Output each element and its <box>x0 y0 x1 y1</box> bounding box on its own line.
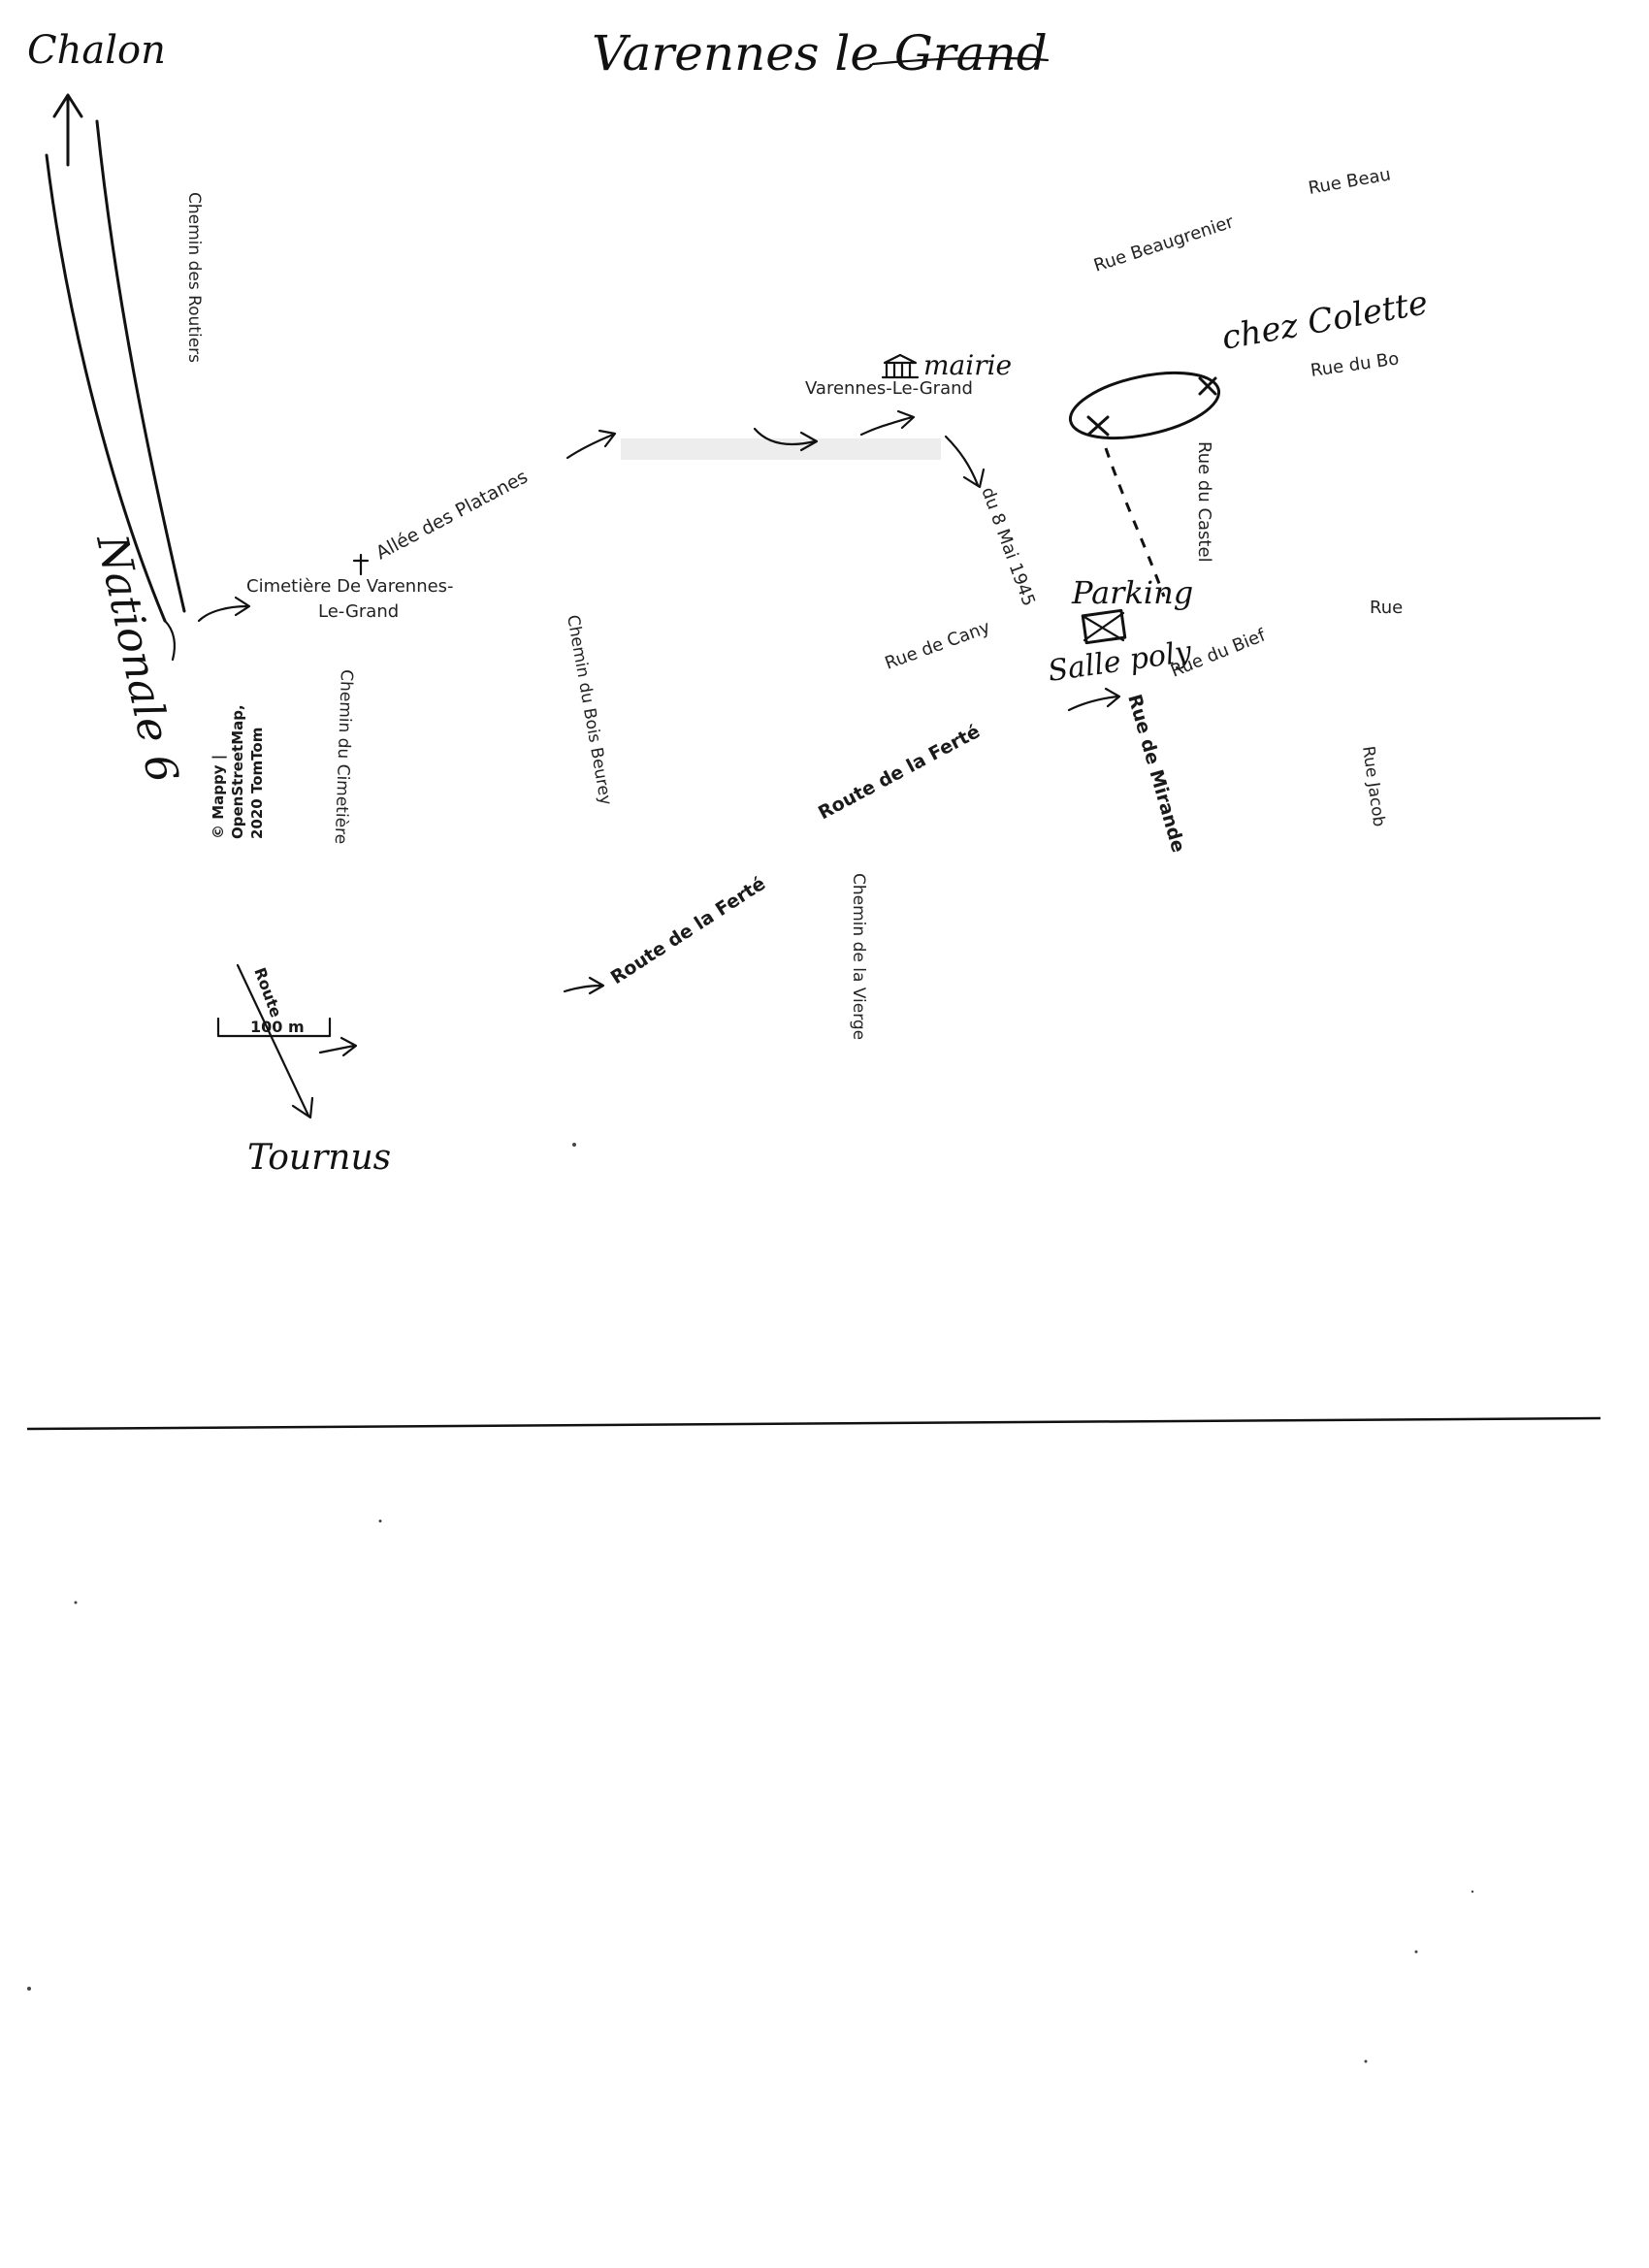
cimetiere-label-line2: Le-Grand <box>318 601 399 622</box>
arrow-right-icon <box>859 409 916 437</box>
credits-line1: © Mappy | <box>210 755 228 839</box>
credits-line2: OpenStreetMap, <box>229 704 246 839</box>
arrow-down-icon <box>236 963 314 1119</box>
rue-cany-label: Rue de Cany <box>883 617 993 674</box>
chalon-label: Chalon <box>27 28 166 73</box>
nationale-6-road <box>45 119 186 662</box>
destination-marker-icon <box>1068 371 1221 440</box>
varennes-town-label: Varennes-Le-Grand <box>805 378 973 399</box>
arrow-right-icon <box>563 976 605 995</box>
scan-speck <box>1364 2059 1368 2063</box>
faded-street-label <box>621 438 941 460</box>
page-divider-line <box>26 1416 1601 1431</box>
rue-jacob-label: Rue Jacob <box>1358 745 1388 828</box>
scan-speck <box>74 1601 78 1604</box>
chemin-routiers-label: Chemin des Routiers <box>184 192 204 363</box>
rue-beau-partial-label: Rue Beau <box>1307 164 1392 199</box>
arrow-right-icon <box>318 1036 358 1057</box>
arrow-right-icon <box>753 427 819 452</box>
credits-line3: 2020 TomTom <box>248 728 266 839</box>
route-struck-label: Route <box>250 965 285 1021</box>
rue-8-mai-label: du 8 Mai 1945 <box>977 485 1039 609</box>
town-hall-icon <box>881 353 920 379</box>
allee-platanes-label: Allée des Platanes <box>372 466 532 564</box>
rue-du-b-label: Rue du Bo <box>1310 348 1401 381</box>
walking-path <box>1104 447 1166 598</box>
chez-colette-label: chez Colette <box>1219 283 1431 358</box>
chemin-bois-beurey-label: Chemin du Bois Beurey <box>563 613 615 806</box>
scan-speck <box>1414 1950 1418 1954</box>
arrow-right-icon <box>1067 687 1121 712</box>
scan-speck <box>378 1519 382 1523</box>
arrow-up-icon <box>52 93 83 167</box>
rue-mirande-label: Rue de Mirande <box>1123 692 1189 855</box>
scan-speck <box>1471 1890 1474 1894</box>
scan-speck <box>27 1987 31 1991</box>
arrow-right-icon <box>566 429 617 460</box>
arrow-right-icon <box>197 596 251 623</box>
chemin-vierge-label: Chemin de la Vierge <box>849 873 868 1040</box>
mairie-label: mairie <box>923 349 1012 381</box>
cimetiere-label-line1: Cimetière De Varennes- <box>246 576 454 597</box>
chemin-cimetiere-label: Chemin du Cimetière <box>331 669 356 845</box>
route-ferte-label-1: Route de la Ferté <box>815 721 984 824</box>
title-underline-flourish <box>871 56 1050 66</box>
arrow-down-icon <box>944 435 986 489</box>
page-title: Varennes le Grand <box>592 25 1048 81</box>
rue-partial-label: Rue <box>1370 598 1403 618</box>
scan-speck <box>572 1143 576 1147</box>
scale-label: 100 m <box>250 1018 305 1036</box>
route-ferte-label-2: Route de la Ferté <box>607 873 769 988</box>
rue-beaugrenier-label: Rue Beaugrenier <box>1091 211 1237 276</box>
rue-du-castel-label: Rue du Castel <box>1194 441 1214 563</box>
cross-icon <box>352 553 370 576</box>
scale-bar <box>216 1017 332 1038</box>
tournus-label: Tournus <box>247 1138 391 1178</box>
parking-icon <box>1081 608 1127 645</box>
parking-label: Parking <box>1071 574 1193 611</box>
